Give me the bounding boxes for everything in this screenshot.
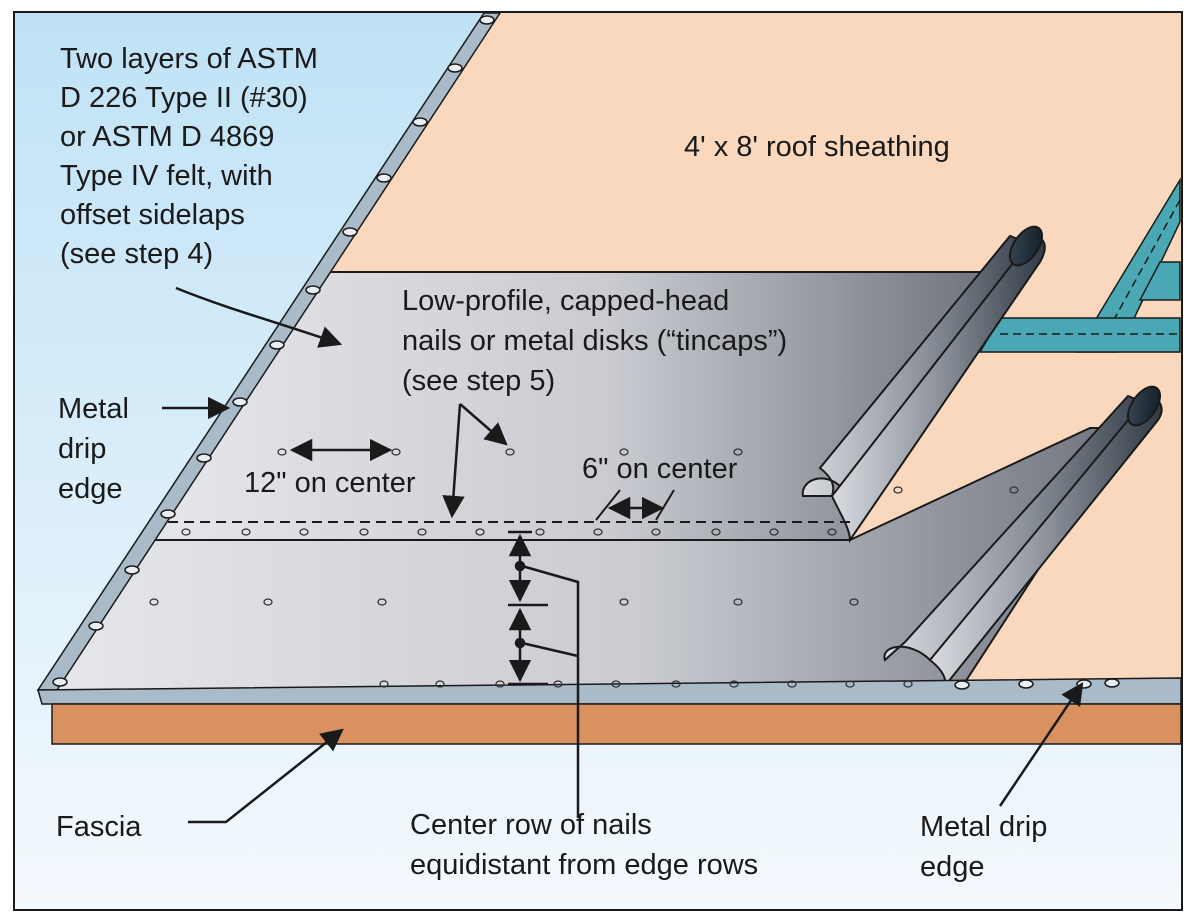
spacing-6-tick-right — [655, 489, 675, 521]
spacing-12-label: 12" on center — [244, 467, 416, 499]
rafters — [978, 177, 1181, 353]
spacing-6-tick-left — [595, 489, 621, 521]
leader-lines — [162, 286, 1084, 824]
fascia-leader — [188, 728, 344, 824]
drip-edge-left-label: Metal drip edge — [58, 393, 129, 505]
felt-label: Two layers of ASTM D 226 Type II (#30) o… — [60, 43, 318, 270]
felt-nails — [149, 448, 1019, 688]
felt-label-line-3: or ASTM D 4869 — [60, 121, 274, 153]
drip-edge-left-line-3: edge — [58, 473, 123, 505]
nails-leader-2 — [459, 403, 508, 446]
drip-edge-left-line-2: drip — [58, 433, 106, 465]
felt-label-line-6: (see step 4) — [60, 238, 213, 270]
fascia-label: Fascia — [56, 811, 142, 843]
drip-edge-left-line-1: Metal — [58, 393, 129, 425]
felt-roll-upper — [801, 225, 1046, 544]
nails-leader-1 — [442, 403, 465, 519]
nails-label-line-2: nails or metal disks (“tincaps”) — [402, 325, 787, 357]
felt-leader — [175, 286, 343, 348]
felt-roll-lower — [883, 385, 1163, 693]
center-row-line-1: Center row of nails — [410, 809, 652, 841]
drip-edge-right-line-2: edge — [920, 851, 985, 883]
nails-label-line-3: (see step 5) — [402, 365, 555, 397]
center-row-label: Center row of nails equidistant from edg… — [410, 809, 758, 881]
spacing-6-label: 6" on center — [582, 453, 738, 485]
center-row-dimension — [508, 530, 580, 818]
sheathing-label: 4' x 8' roof sheathing — [684, 131, 950, 163]
felt-label-line-4: Type IV felt, with — [60, 160, 273, 192]
drip-edge-right-leader — [998, 682, 1084, 807]
drip-edge-right-label: Metal drip edge — [920, 811, 1047, 883]
drip-edge-right-line-1: Metal drip — [920, 811, 1047, 843]
felt-label-line-1: Two layers of ASTM — [60, 43, 318, 75]
center-row-line-2: equidistant from edge rows — [410, 849, 758, 881]
nails-label-line-1: Low-profile, capped-head — [402, 285, 729, 317]
rake-nails — [52, 15, 495, 687]
felt-label-line-5: offset sidelaps — [60, 199, 245, 231]
fascia-board — [51, 703, 1182, 745]
nails-label: Low-profile, capped-head nails or metal … — [402, 285, 787, 397]
felt-label-line-2: D 226 Type II (#30) — [60, 82, 308, 114]
